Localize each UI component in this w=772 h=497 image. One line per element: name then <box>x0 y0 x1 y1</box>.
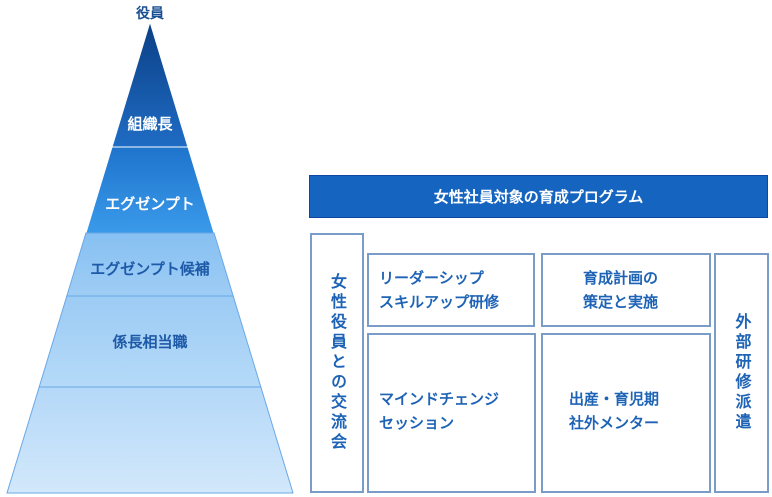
program-box-label: マインドチェンジ セッション <box>379 390 500 432</box>
pyramid-level-label: エグゼンプト <box>105 195 195 213</box>
program-box-label: 出産・育児期 社外メンター <box>569 390 660 432</box>
right-vertical-label: 外部研修派遣 <box>732 313 752 433</box>
program-box: マインドチェンジ セッション <box>367 333 536 493</box>
program-box: リーダーシップ スキルアップ研修 <box>367 253 535 327</box>
left-vertical-box: 女性役員との交流会 <box>310 233 364 493</box>
program-title: 女性社員対象の育成プログラム <box>433 188 644 206</box>
program-title-bar: 女性社員対象の育成プログラム <box>309 175 768 218</box>
program-box-label: 育成計画の 策定と実施 <box>583 269 659 311</box>
pyramid-level-label: 組織長 <box>127 115 173 133</box>
pyramid-level-label: エグゼンプト候補 <box>90 260 210 278</box>
program-box-label: リーダーシップ スキルアップ研修 <box>379 269 500 311</box>
right-vertical-box: 外部研修派遣 <box>714 253 769 493</box>
left-vertical-label: 女性役員との交流会 <box>328 273 347 453</box>
pyramid-level-label: 係長相当職 <box>112 333 188 351</box>
program-box: 育成計画の 策定と実施 <box>541 253 711 327</box>
pyramid-top-label: 役員 <box>136 6 164 22</box>
pyramid-level <box>6 386 294 494</box>
program-box: 出産・育児期 社外メンター <box>541 333 711 493</box>
pyramid-level <box>85 146 215 234</box>
